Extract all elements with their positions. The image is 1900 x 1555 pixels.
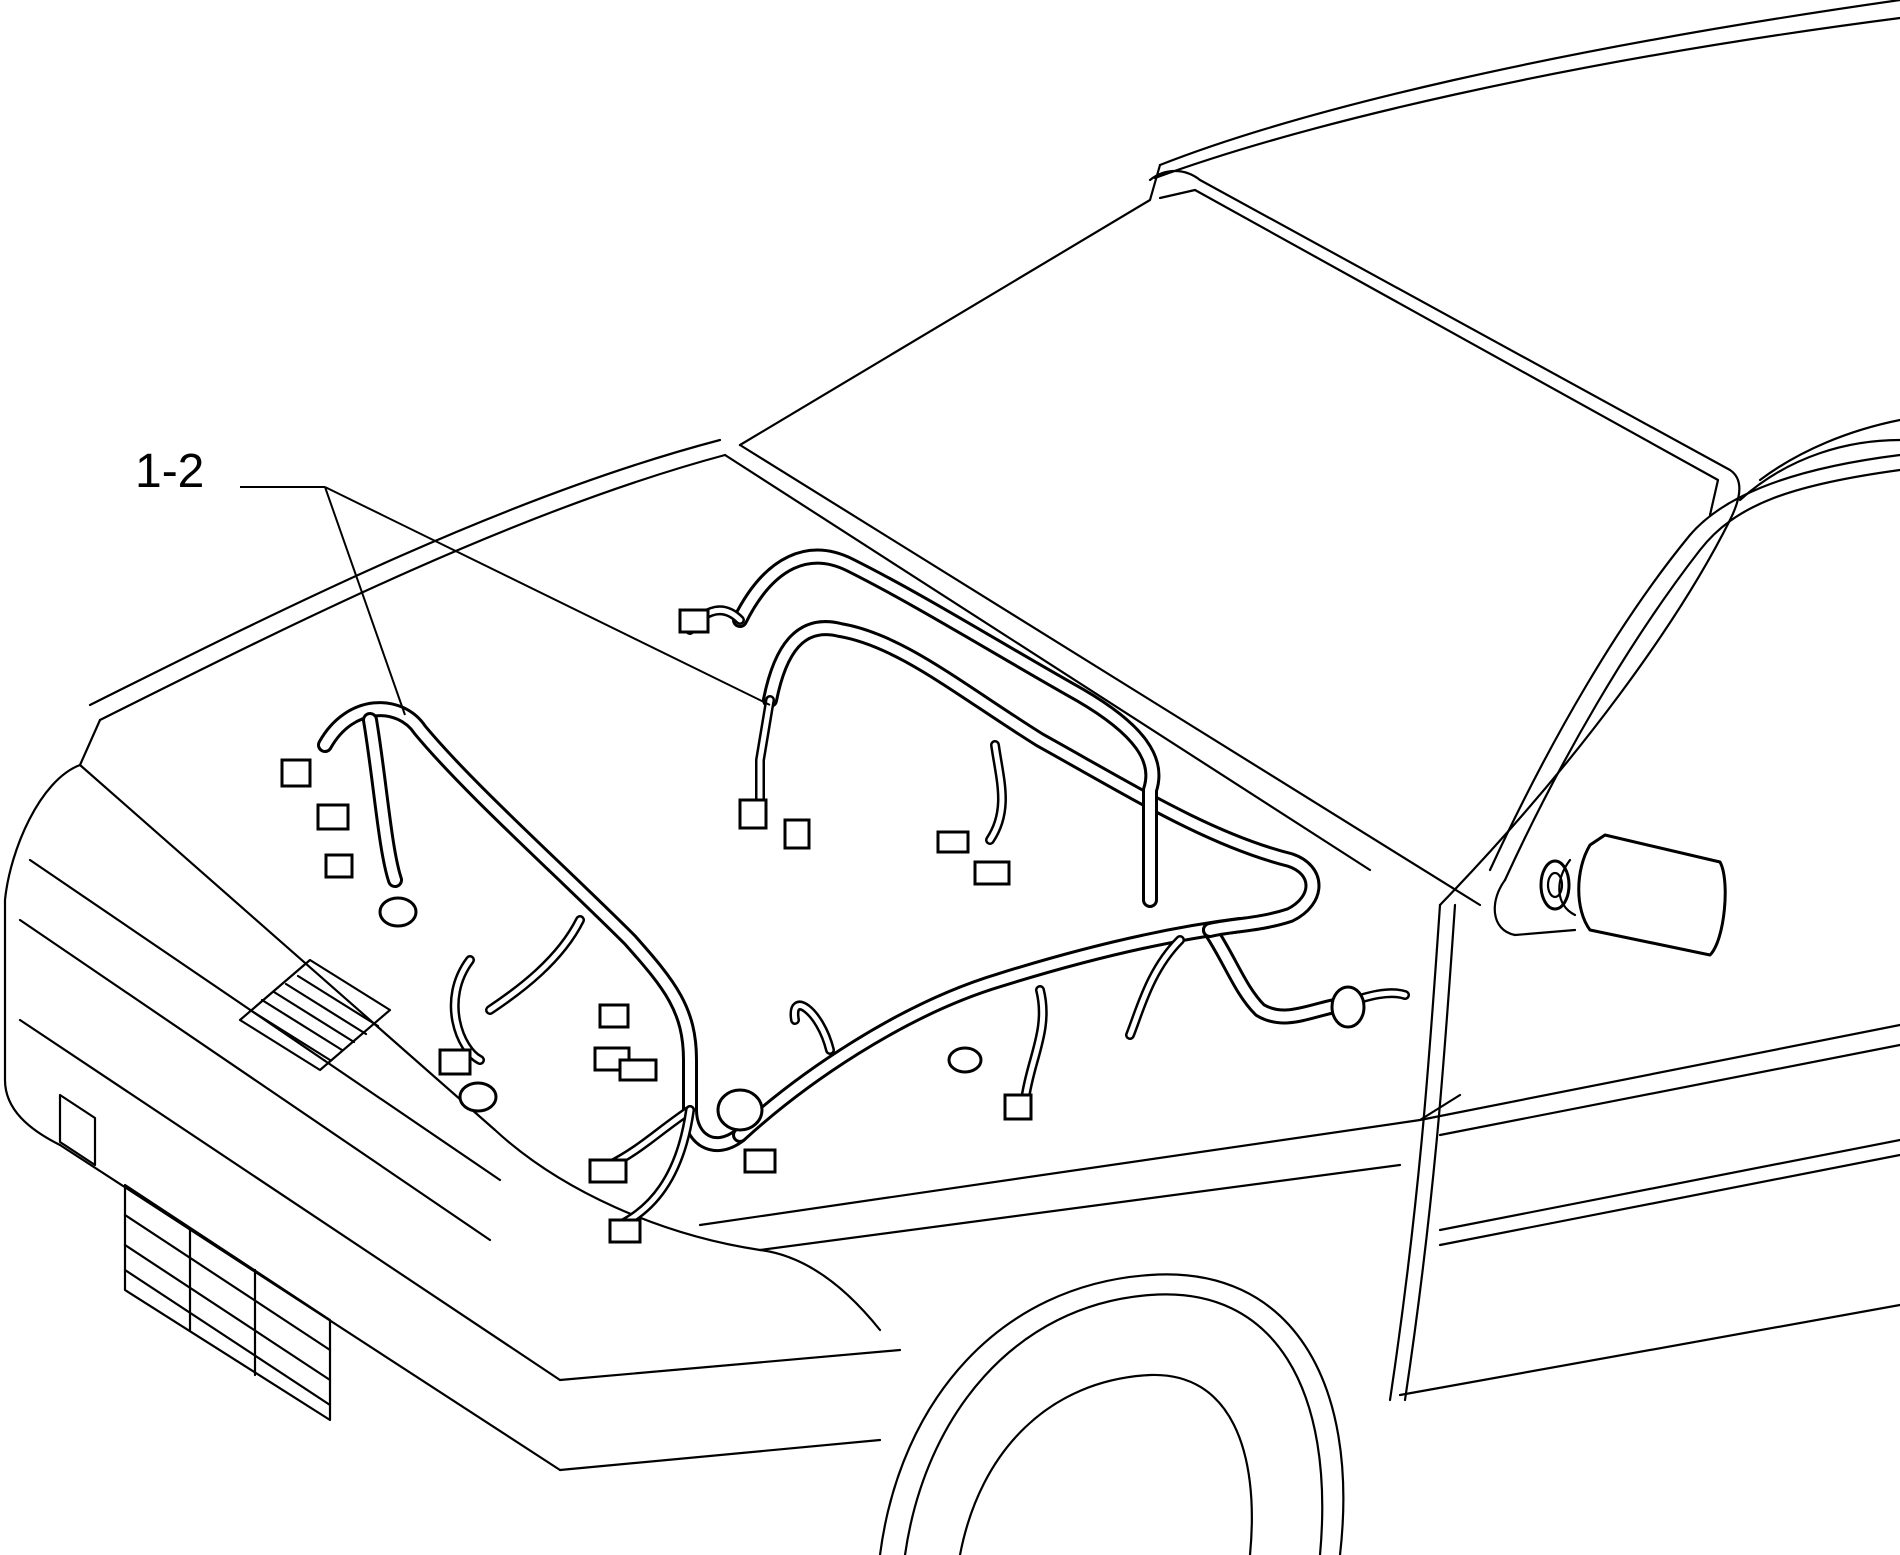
connectors (280, 608, 1366, 1244)
connector (743, 1148, 777, 1174)
hood-front-edge-2 (88, 438, 722, 707)
bumper-top (18, 1018, 562, 1382)
hood-side-edge (78, 718, 1402, 1252)
windshield-inner (1158, 188, 1720, 517)
front-fascia (3, 763, 82, 1147)
door-body-line-2 (1438, 1153, 1900, 1247)
callout-label: 1-2 (135, 445, 204, 498)
connector (783, 818, 811, 850)
door-window-front (1488, 453, 1900, 872)
wheel-arch (878, 1273, 1345, 1555)
grommet (947, 1046, 983, 1074)
door-window-top (1738, 438, 1900, 502)
grille (238, 958, 392, 1072)
door-front-edge (1388, 903, 1442, 1402)
connector (316, 803, 350, 831)
a-pillar-inner (1758, 418, 1900, 482)
firewall-grommet (1330, 985, 1366, 1029)
connector (280, 758, 312, 788)
connector (678, 608, 710, 634)
door-body-line (1438, 1138, 1900, 1232)
connector (438, 1048, 472, 1076)
windshield-top (738, 163, 1162, 447)
callout-leader-left (324, 486, 406, 716)
windshield-outer (1148, 169, 1741, 522)
roof-edge (1158, 0, 1900, 167)
side-mirror (1493, 833, 1727, 957)
fender-line-2 (1438, 1043, 1900, 1137)
roof-edge-inner (1153, 16, 1900, 180)
connector (598, 1003, 630, 1029)
grommet (378, 896, 418, 928)
hood-front-edge (98, 453, 727, 722)
grommet (458, 1081, 498, 1113)
hood-rear-edge (738, 443, 1482, 907)
headlight-bottom (18, 918, 492, 1242)
callout: 1-2 (135, 445, 771, 716)
hood-side-edge-2 (698, 1093, 1462, 1227)
callout-leader-right (324, 486, 771, 706)
connector (1003, 1093, 1033, 1121)
connector (608, 1218, 642, 1244)
lower-intake (123, 1183, 332, 1422)
connector (738, 798, 768, 830)
ground-ring (716, 1088, 764, 1132)
fog-lamp (58, 1093, 97, 1167)
car-body (3, 0, 1900, 1555)
door-window-front-2 (1503, 468, 1900, 882)
connector (324, 853, 354, 879)
wiring-harness (280, 548, 1410, 1244)
fender-line (1418, 1023, 1900, 1122)
connector (936, 830, 970, 854)
tire (958, 1373, 1253, 1555)
connector (588, 1158, 628, 1184)
fender-lower (758, 1248, 882, 1332)
a-pillar (1438, 518, 1732, 907)
connector (973, 860, 1011, 886)
wheel-arch-inner (903, 1293, 1324, 1555)
cowl-line (723, 453, 1372, 872)
bumper-lower (558, 1348, 902, 1472)
harness-trunk-left (317, 701, 748, 1153)
connector (618, 1058, 658, 1082)
door-sill (1398, 1303, 1900, 1397)
door-front-edge-2 (1403, 903, 1457, 1402)
